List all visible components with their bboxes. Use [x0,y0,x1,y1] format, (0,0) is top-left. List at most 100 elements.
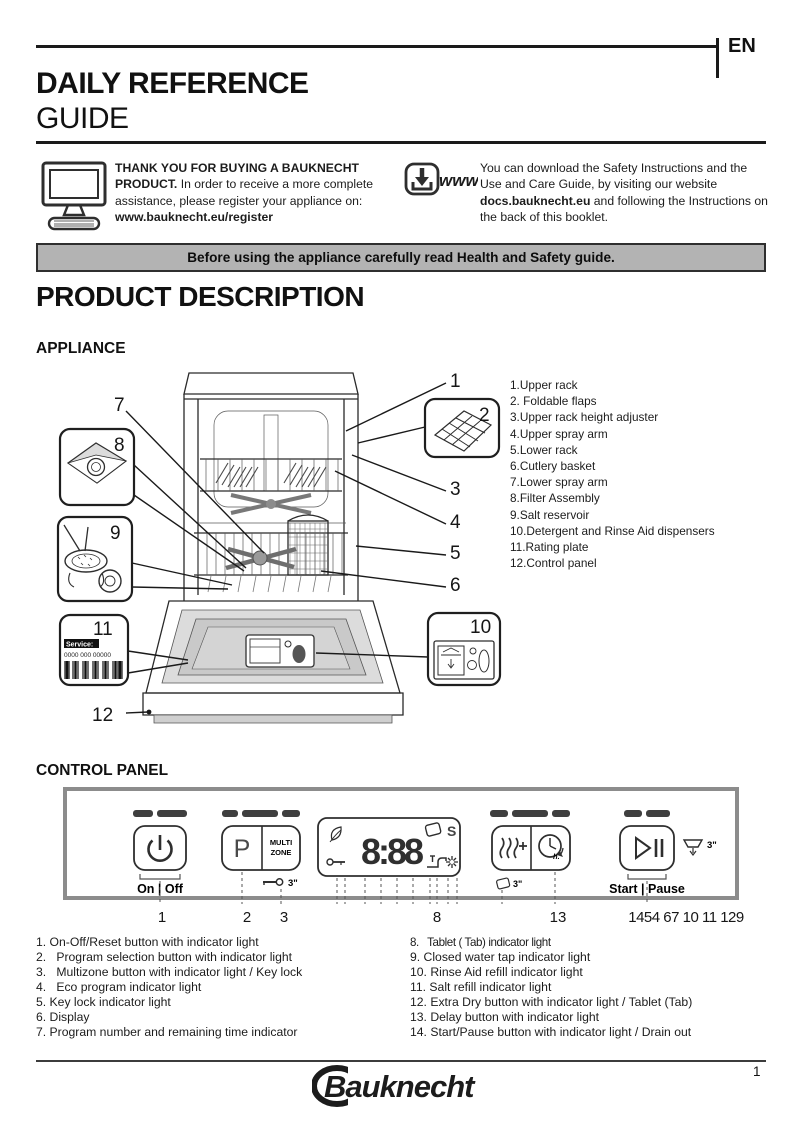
callout-6: 6 [450,575,461,596]
legend-item: 5. Key lock indicator light [36,995,171,1009]
legend-item: 9. Closed water tap indicator light [410,950,591,964]
tablet-option-icon [496,877,511,890]
drain-out-icon [682,839,704,856]
page-title-line1: DAILY REFERENCE [36,67,309,100]
legend-left-column: 1. On-Off/Reset button with indicator li… [36,935,402,1040]
delay-icon: h. [538,834,564,861]
part-item: 6.Cutlery basket [510,459,596,474]
top-rule [36,45,716,48]
appliance-parts-list: 1.Upper rack 2. Foldable flaps 3.Upper r… [510,377,790,571]
panel-callout-3: 3 [280,909,288,926]
callout-12: 12 [92,705,113,726]
lang-tick [716,38,719,78]
part-item: 8.Filter Assembly [510,491,600,506]
legend-item: 13. Delay button with indicator light [410,1010,600,1024]
dishwasher-drawing [142,372,404,724]
power-icon [147,839,173,863]
computer-icon [41,161,107,231]
part-item: 10.Detergent and Rinse Aid dispensers [510,523,715,538]
part-item: 4.Upper spray arm [510,426,608,441]
control-panel-heading: CONTROL PANEL [36,762,169,779]
part-item: 11.Rating plate [510,540,589,555]
inset-salt-reservoir: 9 [56,515,134,603]
multizone-label-1: MULTI [270,838,292,847]
section-title: PRODUCT DESCRIPTION [36,281,365,312]
extradry-delay-group: h. 3" [490,810,571,904]
control-panel-figure: On | Off P MULTI ZONE 3" [63,787,744,926]
legend-item: 6. Display [36,1010,90,1024]
part-item: 5.Lower rack [510,442,578,457]
callout-3: 3 [450,479,461,500]
serial-number: 0000 000 00000 [64,652,111,659]
salt-indicator-label: S [447,823,456,839]
callout-4: 4 [450,512,461,533]
legend-item: 2. Program selection button with indicat… [36,950,293,964]
callout-11: 11 [93,619,113,640]
legend-item: 12. Extra Dry button with indicator ligh… [410,995,693,1009]
download-url: docs.bauknecht.eu [480,193,591,208]
download-text: You can download the Safety Instructions… [480,160,772,225]
legend-item: 3. Multizone button with indicator light… [36,965,303,979]
program-button [221,825,301,871]
download-before: You can download the Safety Instructions… [480,161,748,192]
callout-7: 7 [114,395,125,416]
register-lead: THANK YOU FOR BUYING A BAUKNECHT PRODUCT… [115,161,359,192]
tablet-time: 3" [513,879,522,889]
program-label: P [234,835,251,863]
part-item: 2. Foldable flaps [510,394,597,409]
part-item: 9.Salt reservoir [510,507,590,522]
power-button-group: On | Off [133,810,187,904]
time-display: 8:88 [361,831,423,872]
legend-item: 10. Rinse Aid refill indicator light [410,965,583,979]
inset-rating-plate: Service: 0000 000 00000 11 [58,613,130,687]
drain-time: 3" [707,840,717,851]
page-title-line2: GUIDE [36,102,129,135]
eco-leaf-icon [329,826,342,843]
title-rule [36,141,766,144]
page-number: 1 [753,1064,761,1079]
start-pause-icon [635,836,664,860]
panel-callout-13: 13 [550,909,567,926]
inset-detergent-dispenser: 10 [426,611,502,687]
brand-logo: Bauknecht [312,1065,477,1107]
register-text: THANK YOU FOR BUYING A BAUKNECHT PRODUCT… [115,160,407,225]
dispenser-on-door [245,634,315,668]
extra-dry-icon [499,837,527,859]
legend-item: 7. Program number and remaining time ind… [36,1025,298,1039]
www-label: www [439,171,478,190]
part-item: 1.Upper rack [510,378,578,392]
panel-callout-1: 1 [158,909,166,926]
key-lock-indicator-icon [326,858,345,866]
leader-lines-insets [127,426,429,674]
legend-item: 1. On-Off/Reset button with indicator li… [36,935,259,949]
rinse-aid-icon [446,856,458,868]
multizone-label-2: ZONE [271,848,292,857]
key-lock-time: 3" [288,878,298,889]
footer-rule [36,1060,766,1062]
callout-1: 1 [450,371,461,392]
callout-9: 9 [110,523,121,544]
register-body: In order to receive a more complete assi… [115,177,374,208]
water-tap-icon [427,855,447,868]
panel-callout-cluster: 1454 67 10 11 129 [628,909,744,926]
panel-callout-8: 8 [433,909,441,926]
start-pause-group: Start | Pause 3" [609,810,717,904]
download-www-icon: www [404,162,478,196]
key-lock-icon [263,878,284,886]
leader-lines [125,382,447,714]
callout-5: 5 [450,543,461,564]
display-group: 8:88 S [317,817,461,904]
legend-item: 11. Salt refill indicator light [410,980,552,994]
legend-item: 4. Eco program indicator light [36,980,202,994]
callout-8: 8 [114,435,125,456]
callout-2: 2 [479,405,490,426]
register-url: www.bauknecht.eu/register [115,209,274,224]
start-pause-button [619,825,675,871]
display [317,817,461,877]
program-multizone-group: P MULTI ZONE 3" [221,810,301,904]
delay-h-label: h. [553,852,560,861]
panel-callout-2: 2 [243,909,251,926]
part-item: 3.Upper rack height adjuster [510,410,659,425]
brand-wordmark: Bauknecht [324,1069,476,1104]
